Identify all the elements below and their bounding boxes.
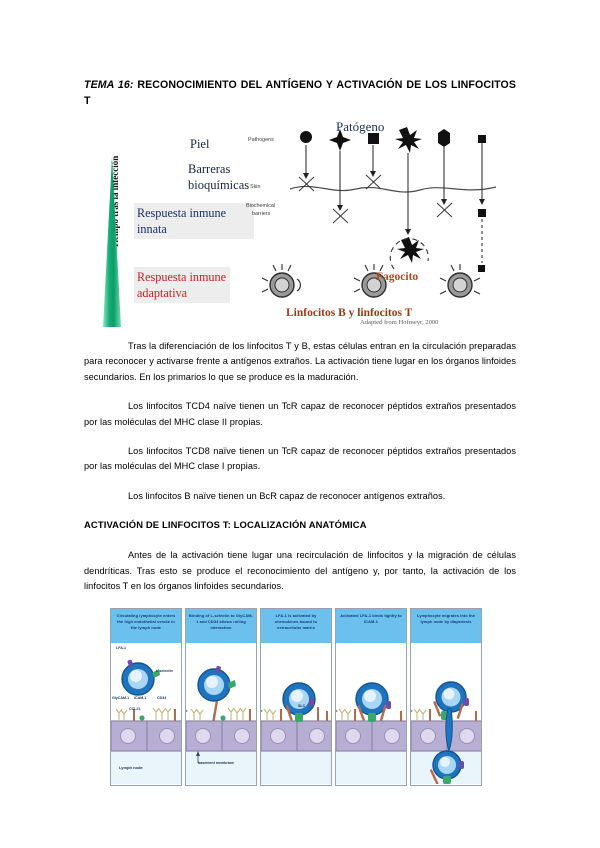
figure1-barriers-label: Barreras bioquímicas [188,162,250,192]
panel-transition-arrow-2 [261,710,263,713]
skin-label: Skin [250,184,261,190]
pathogen-starburst-icon [395,127,422,153]
pathogen-small-square-icon [478,135,486,143]
figure1-left-panel: Tiempo tras la infección Piel Barreras b… [92,119,254,331]
panel1-icam1-label: ICAM-1 [134,696,147,701]
icam1-bond-icon [379,705,387,722]
paragraph-3: Los linfocitos TCD8 naïve tienen un TcR … [84,446,516,472]
panel1-lfa1-label: LFA-1 [116,646,126,651]
figure1-phagocyte-label: Fagocito [376,271,419,283]
panel3-slc-label: SLC [298,704,306,709]
internalized-pathogen-icon [397,237,424,263]
lfa1-receptor-icon [464,698,469,707]
figure2-panel-5-caption: Lymphocyte migrates into the lymph node … [411,609,481,644]
panel1-lymph-node-label: Lymph node [119,765,143,771]
lymphocyte-cell-icon-3 [439,264,481,298]
panel1-ccl21-label: CCL21 [129,707,141,712]
block-x-icon-3 [365,174,382,190]
pathogen-square-icon [368,133,379,144]
figure1-pathogen-title: Patógeno [336,119,385,134]
cd34-ligands [152,708,172,722]
panel1-illustration [111,660,181,785]
pathogen-circle-icon [300,131,312,143]
section-heading: ACTIVACIÓN DE LINFOCITOS T: LOCALIZACIÓN… [84,519,367,531]
pathogens-label: Pathogens [248,137,274,143]
skin-surface-line [289,185,497,193]
l-selectin-icon [228,680,236,690]
panel2-basement-membrane-label: basement membrane [198,761,234,766]
figure2-panel-4-caption: Activated LFA-1 binds tightly to ICAM-1 [336,609,406,644]
paragraph-2: Los linfocitos TCD4 naïve tienen un TcR … [84,401,516,427]
page-content: TEMA 16: RECONOCIMIENTO DEL ANTÍGENO Y A… [84,78,516,787]
figure2-panel-5: Lymphocyte migrates into the lymph node … [410,608,482,787]
figure1-innate-response-box: Respuesta inmune innata [134,203,254,239]
block-x-icon-2 [332,208,349,224]
figure2-panel-2-art: basement membrane [186,643,256,785]
paragraph-4: Los linfocitos B naïve tienen un BcR cap… [128,490,446,501]
l-selectin-icon [152,669,160,679]
figure2-panel-3-caption: LFA-1 is activated by chemokines bound t… [261,609,331,644]
figure2-panel-4-art [336,643,406,785]
figure1-lymphocytes-label: Linfocitos B y linfocitos T [286,307,413,319]
phagocyte-membrane-icon [389,238,429,270]
figure2-panel-1-caption: Circulating lymphocyte enters the high e… [111,609,181,644]
block-x-icon-4 [436,202,453,218]
page-title: TEMA 16: RECONOCIMIENTO DEL ANTÍGENO Y A… [84,78,516,109]
ccl21-icon [139,715,145,722]
pathogen-barrier-diagram: Pathogens Skin Biochemical barriers [246,127,497,298]
figure2-panel-2: Binding of L-selectin to GlyCAM-1 and CD… [185,608,257,787]
slc-chemokine-icon [295,713,303,723]
lfa1-receptor-icon [386,701,391,710]
panel1-cd34-label: CD34 [157,696,167,701]
figure1-attribution: Adapted from Hofmeyr, 2000 [360,319,439,326]
panel4-illustration [336,682,406,785]
title-tema-prefix: TEMA 16: [84,79,134,91]
barriers-label: barriers [252,211,271,217]
figure1-right-panel: Patógeno Pathogens Skin Biochemical barr… [244,119,512,331]
figure2-panel-4: Activated LFA-1 binds tightly to ICAM-1 [335,608,407,787]
figure1-adaptive-response-box: Respuesta inmune adaptativa [134,267,230,303]
panel3-illustration [261,682,331,785]
lfa1-receptor-icon [309,698,314,707]
figure-lymphocyte-extravasation: Circulating lymphocyte enters the high e… [110,608,482,787]
panel-transition-arrow-4 [411,710,413,713]
pathogen-cross-icon [329,129,351,151]
panel-transition-arrow-1 [186,710,188,713]
lymphocyte-cell-icon-1 [261,264,301,298]
figure2-panel-3-art: SLC [261,643,331,785]
panel2-illustration [186,666,256,785]
figure2-panel-3: LFA-1 is activated by chemokines bound t… [260,608,332,787]
panel1-lselectin-label: L-selectin [156,669,173,674]
pathogen-hexagon-icon [438,129,450,147]
icam1-icon [133,709,135,722]
block-x-icon-1 [298,176,315,192]
figure2-panel-2-caption: Binding of L-selectin to GlyCAM-1 and CD… [186,609,256,644]
binding-stalk-icon [212,701,219,722]
lymphocyte-cell-icon-2 [353,264,387,298]
figure2-panel-5-art [411,643,481,785]
figure-innate-adaptive-response: Tiempo tras la infección Piel Barreras b… [92,119,512,331]
figure1-skin-label: Piel [190,137,210,151]
biochemical-label: Biochemical [246,203,275,209]
title-main: RECONOCIMIENTO DEL ANTÍGENO Y ACTIVACIÓN… [84,79,516,107]
lfa1-receptor-icon [127,660,134,668]
figure2-panel-1: Circulating lymphocyte enters the high e… [110,608,182,787]
panel-transition-arrow-3 [336,710,338,713]
panel5-illustration [411,681,481,785]
glycam1-ligands [115,709,128,722]
lfa1-receptor-icon [215,666,221,674]
paragraph-5: Antes de la activación tiene lugar una r… [84,550,516,592]
paragraph-1: Tras la diferenciación de los linfocitos… [84,341,516,382]
figure2-panel-1-art: LFA-1 L-selectin GlyCAM-1 ICAM-1 CD34 CC… [111,643,181,785]
panel1-glycam1-label: GlyCAM-1 [112,696,130,701]
figure2-panel-row: Circulating lymphocyte enters the high e… [110,608,482,787]
